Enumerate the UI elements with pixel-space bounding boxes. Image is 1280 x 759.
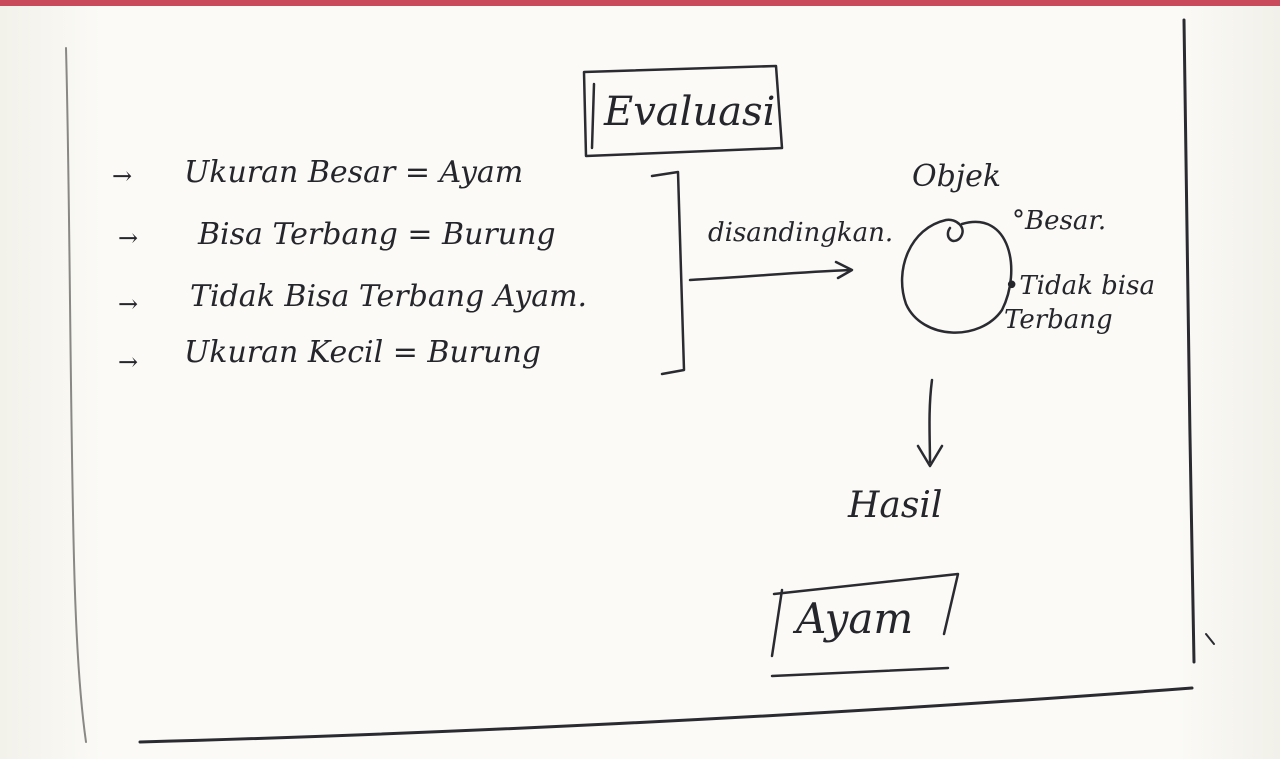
answer-box <box>772 572 960 636</box>
result-value: Ayam <box>796 594 914 643</box>
answer-box-left <box>770 588 784 658</box>
rule-4-text: Ukuran Kecil = Burung <box>184 335 541 370</box>
paper-sheet <box>0 6 1280 759</box>
object-circle <box>900 218 1013 334</box>
rule-4-bullet: → <box>118 348 139 376</box>
result-label: Hasil <box>848 485 943 526</box>
title-box-inner-line <box>590 82 596 150</box>
object-attribute-2: •Tidak bisa Terbang <box>1004 271 1155 335</box>
rule-1-bullet: → <box>112 162 133 190</box>
object-label: Objek <box>912 159 1002 194</box>
object-attribute-1: °Besar. <box>1012 206 1107 236</box>
rule-2-bullet: → <box>118 224 139 252</box>
result-arrow-head <box>916 444 944 468</box>
rule-3-bullet: → <box>118 290 139 318</box>
result-arrow <box>928 378 934 464</box>
bottom-frame-line <box>138 686 1194 744</box>
right-frame-line <box>1182 18 1196 664</box>
compare-label: disandingkan. <box>708 218 894 248</box>
left-frame-line <box>65 47 87 743</box>
photo-top-edge <box>0 0 1280 6</box>
rule-1-text: Ukuran Besar = Ayam <box>184 155 524 190</box>
diagram-title: Evaluasi <box>604 89 776 135</box>
rule-3-text: Tidak Bisa Terbang Ayam. <box>190 279 588 314</box>
compare-arrow <box>688 268 852 282</box>
rules-bracket <box>650 170 686 376</box>
rule-2-text: Bisa Terbang = Burung <box>198 217 556 252</box>
compare-arrow-head <box>834 260 854 280</box>
title-box <box>582 64 784 158</box>
right-small-tick <box>1205 633 1215 645</box>
answer-box-bottom <box>770 666 950 678</box>
